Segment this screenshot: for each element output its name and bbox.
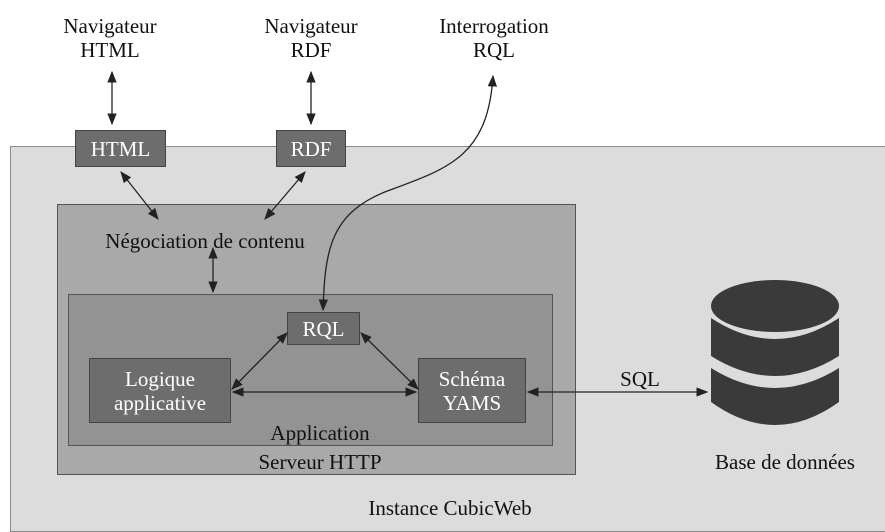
cubicweb-instance-label: Instance CubicWeb <box>368 496 532 520</box>
rdf-browser-label: Navigateur RDF <box>264 14 358 62</box>
http-server-label: Serveur HTTP <box>258 450 382 474</box>
arrow-rql-query <box>318 74 498 312</box>
html-browser-label: Navigateur HTML <box>63 14 157 62</box>
sql-label: SQL <box>620 367 660 391</box>
arrow-rql-logic <box>231 332 288 390</box>
arrow-rql-schema <box>360 332 419 390</box>
rql-label: RQL <box>302 317 345 341</box>
rql-box <box>287 312 360 345</box>
yams-schema-label: Schéma YAMS <box>438 367 506 415</box>
arrow-rdf-negotiation <box>264 171 306 220</box>
application-logic-label: Logique applicative <box>113 367 207 415</box>
html-format-label: HTML <box>90 137 151 161</box>
content-negotiation-label: Négociation de contenu <box>105 229 305 253</box>
database-label: Base de données <box>715 450 855 474</box>
html-format-box <box>75 130 166 167</box>
application-logic-box <box>89 358 231 423</box>
arrow-html-negotiation <box>120 171 159 220</box>
rql-query-label: Interrogation RQL <box>439 14 549 62</box>
application-label: Application <box>270 421 370 445</box>
database-icon <box>711 280 839 425</box>
rdf-format-label: RDF <box>290 137 332 161</box>
yams-schema-box <box>418 358 526 423</box>
